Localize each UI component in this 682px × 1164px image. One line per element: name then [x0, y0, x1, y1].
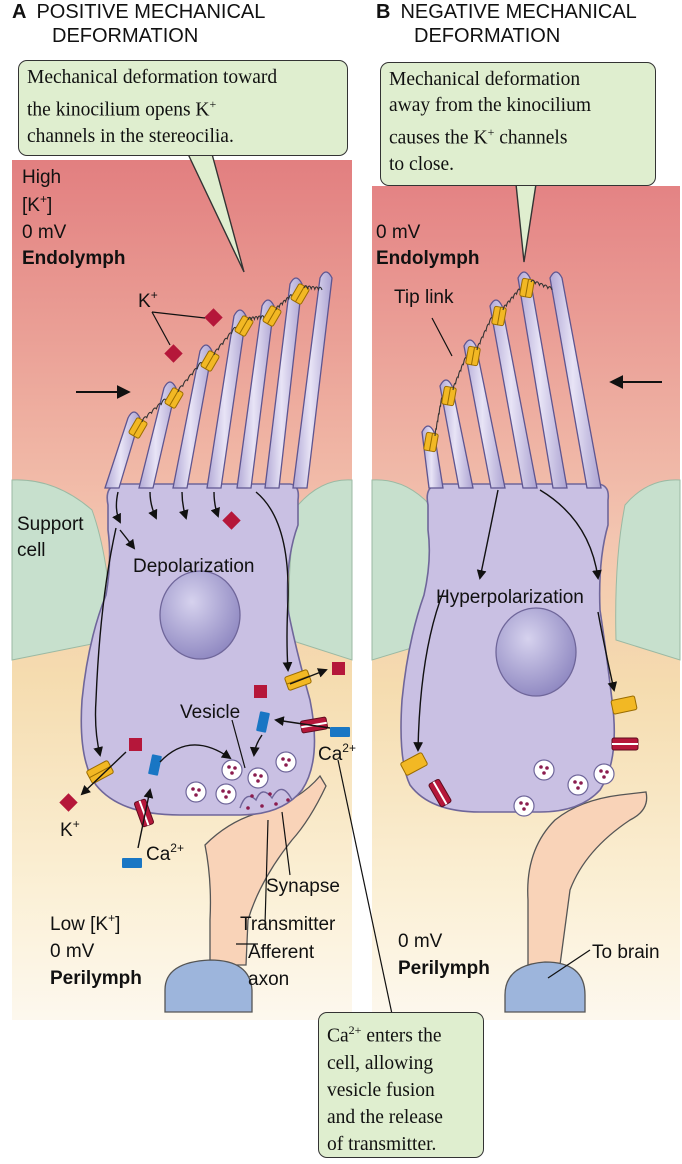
endolymph-label-a: Endolymph — [22, 248, 125, 269]
stereocilium — [489, 299, 538, 489]
stereocilium — [517, 271, 568, 489]
support-cell-label-1: Support — [17, 514, 84, 535]
transmitter-label: Transmitter — [240, 914, 336, 935]
stereocilium — [138, 381, 177, 489]
endolymph-mv-a: 0 mV — [22, 222, 67, 243]
stereocilium — [463, 339, 506, 489]
perilymph-label-b: Perilymph — [398, 958, 490, 979]
k-channel-closed-right — [610, 695, 638, 715]
current-arrows-b — [413, 489, 618, 752]
stereocilia-b — [421, 271, 602, 489]
tip-link — [476, 317, 493, 351]
vesicle — [567, 774, 589, 796]
current-arrows-a — [93, 491, 293, 757]
tip-channel — [519, 277, 535, 299]
tip-channel — [491, 305, 507, 327]
k-channel-closed-left — [400, 752, 428, 776]
ca-label-right: Ca2+ — [318, 741, 356, 765]
tip-link — [530, 279, 553, 291]
tip-channel — [423, 431, 439, 453]
perilymph-mv-a: 0 mV — [50, 941, 95, 962]
k-concentration-label: [K+] — [22, 192, 52, 216]
vesicle — [215, 783, 237, 805]
tip-link — [141, 398, 167, 423]
stereocilium — [172, 344, 213, 489]
afferent-terminal-a — [164, 959, 253, 1013]
tip-channel — [441, 385, 457, 407]
tip-channel — [465, 345, 481, 367]
tip-link-label: Tip link — [394, 287, 454, 308]
nucleus-b — [495, 607, 577, 697]
stereocilium — [292, 271, 333, 489]
low-k-label: Low [K+] — [50, 911, 120, 935]
stereocilium — [439, 379, 474, 489]
synapse-label: Synapse — [266, 876, 340, 897]
tip-link — [434, 397, 443, 437]
ca-channel-closed-left — [428, 778, 452, 808]
vesicle — [185, 781, 207, 803]
afferent-axon-b — [527, 791, 648, 966]
support-cell-right-b — [615, 479, 681, 661]
endolymph-mv-b: 0 mV — [376, 222, 421, 243]
ca-channel-bottom — [133, 798, 155, 828]
axon-label: axon — [248, 969, 289, 990]
callout-tail-b — [515, 183, 537, 263]
tip-link — [502, 288, 521, 311]
vesicle — [247, 767, 269, 789]
callout-negative: Mechanical deformation away from the kin… — [380, 62, 656, 186]
tip-link — [303, 285, 323, 292]
stereocilium — [264, 277, 303, 489]
to-brain-label: To brain — [592, 942, 660, 963]
vesicle — [533, 759, 555, 781]
vesicle — [221, 759, 243, 781]
vesicle — [275, 751, 297, 773]
k-ions-a — [59, 308, 345, 812]
ca-label-bottom: Ca2+ — [146, 841, 184, 865]
channels-b — [400, 695, 639, 808]
vesicles-b — [513, 759, 615, 817]
ion-arrows-a — [80, 668, 331, 849]
tip-channel — [128, 417, 148, 439]
tip-link — [275, 294, 293, 311]
perilymph-mv-b: 0 mV — [398, 931, 443, 952]
tip-link — [213, 326, 237, 356]
high-label: High — [22, 167, 61, 188]
callout-tail-a — [187, 153, 245, 273]
afferent-label: Afferent — [248, 942, 315, 963]
support-cell-label-2: cell — [17, 540, 46, 561]
tip-channel — [262, 305, 282, 327]
stereocilium — [236, 299, 275, 489]
synapse-fusion-a — [239, 788, 293, 809]
vesicle — [513, 795, 535, 817]
ca-ions-a — [122, 711, 350, 868]
tip-link — [247, 315, 265, 322]
tip-link — [177, 362, 203, 393]
callout-calcium: Ca2+ enters the cell, allowing vesicle f… — [318, 1012, 484, 1158]
callout-positive: Mechanical deformation toward the kinoci… — [18, 60, 348, 156]
k-label-top: K+ — [138, 288, 158, 312]
stereocilium — [549, 271, 602, 489]
vesicle-label: Vesicle — [180, 702, 240, 723]
ca-channel-closed-right — [611, 737, 639, 751]
k-label-bottom: K+ — [60, 817, 80, 841]
stereocilia-a — [104, 271, 333, 489]
transmitter-dots — [246, 792, 290, 810]
vesicles-a — [185, 751, 297, 805]
depolarization-label: Depolarization — [133, 556, 254, 577]
tip-link — [452, 357, 467, 391]
hyperpolarization-label: Hyperpolarization — [436, 587, 584, 608]
nucleus-a — [159, 570, 241, 660]
stereocilium — [206, 309, 247, 489]
endolymph-label-b: Endolymph — [376, 248, 479, 269]
vesicle — [593, 763, 615, 785]
leader-lines — [151, 311, 591, 1015]
perilymph-label-a: Perilymph — [50, 968, 142, 989]
afferent-terminal-b — [504, 961, 586, 1013]
